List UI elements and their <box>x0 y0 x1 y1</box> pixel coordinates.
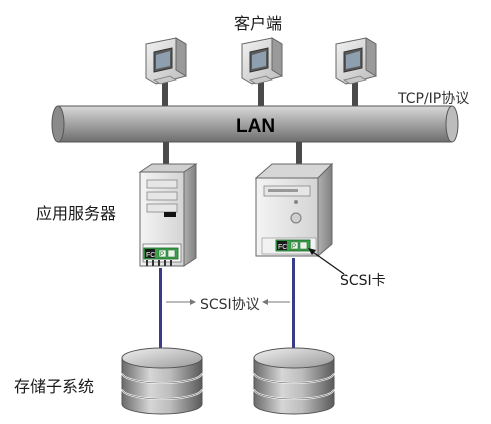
client-monitor-1 <box>145 37 187 85</box>
tcp-ip-protocol-label: TCP/IP协议 <box>398 91 470 107</box>
scsi-protocol-arrows <box>166 299 290 305</box>
scsi-cables <box>159 258 295 348</box>
storage-disk-right <box>253 347 335 415</box>
storage-disk-left <box>121 347 203 415</box>
card-fc-mark-right: FC <box>278 244 287 251</box>
clients-label: 客户端 <box>234 14 283 33</box>
scsi-card-right: FC P <box>275 239 311 252</box>
app-server-label: 应用服务器 <box>36 204 117 223</box>
scsi-card-pointer <box>308 248 345 275</box>
storage-subsystem-label: 存储子系统 <box>14 377 95 396</box>
client-monitor-2 <box>241 37 283 85</box>
card-fc-mark-left: FC <box>146 252 155 259</box>
client-connectors <box>162 80 358 106</box>
card-chip-mark-right: P <box>292 244 296 250</box>
scsi-protocol-label: SCSI协议 <box>200 297 260 313</box>
server-connectors <box>163 142 302 164</box>
scsi-card-label: SCSI卡 <box>340 273 386 289</box>
card-chip-mark-left: P <box>160 252 164 258</box>
scsi-card-left: FC P <box>143 247 179 266</box>
client-monitor-3 <box>335 37 377 85</box>
lan-bar <box>51 105 459 143</box>
lan-label: LAN <box>236 116 276 137</box>
